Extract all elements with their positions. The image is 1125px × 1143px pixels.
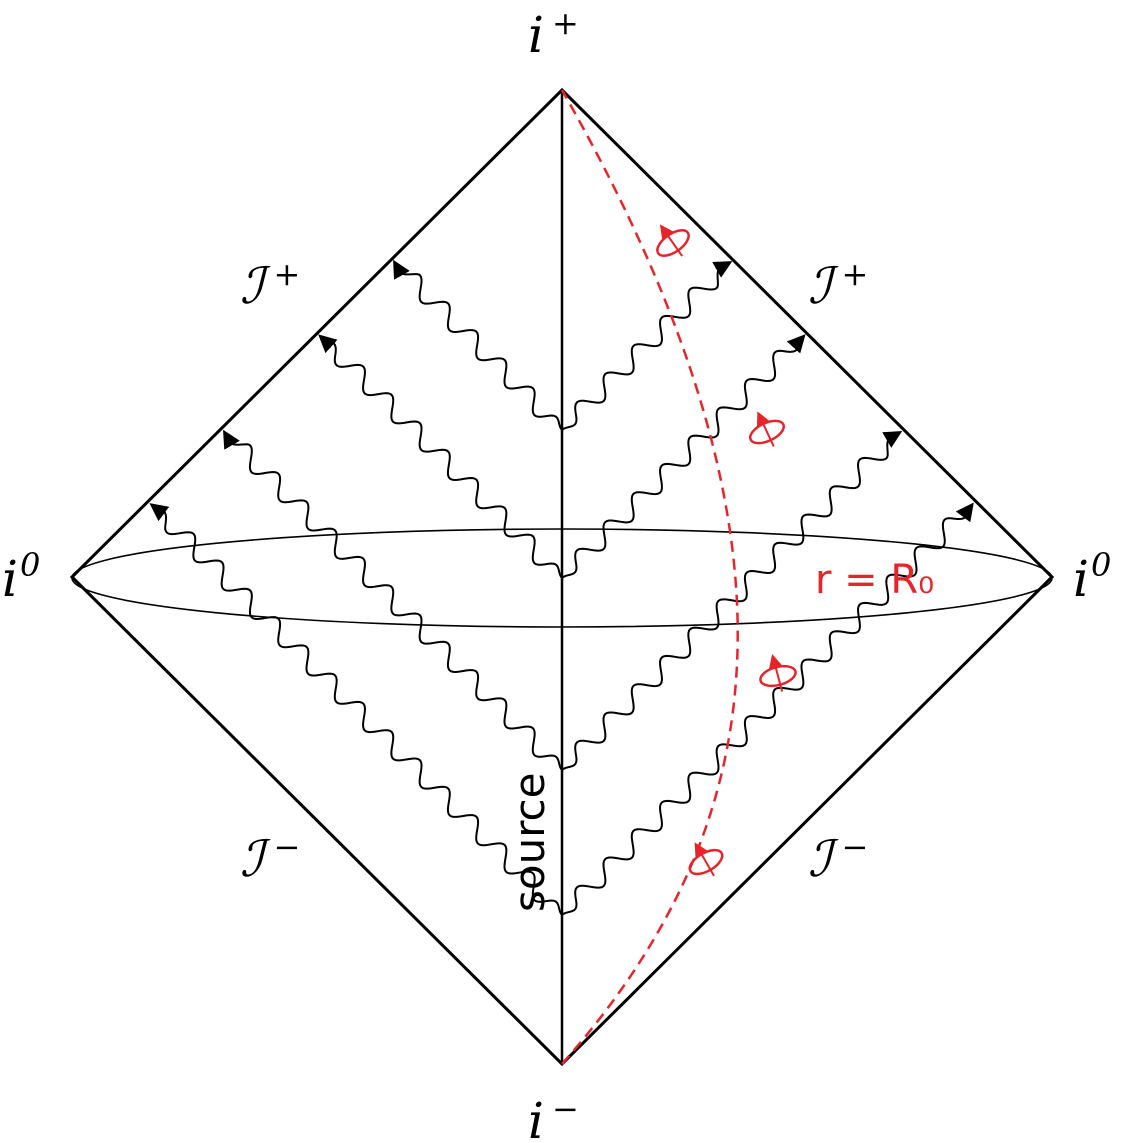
label-radius: r = R₀ [815, 557, 934, 603]
label-scri-minus-right: ℐ− [808, 828, 868, 888]
radiation-waves [149, 259, 974, 916]
label-i-minus: i− [528, 1090, 579, 1143]
label-i0-right: i0 [1073, 546, 1111, 608]
spin-marker-2 [759, 653, 797, 692]
radiation-wave-2-left [223, 429, 563, 771]
spin-marker-3 [688, 842, 724, 877]
spin-marker-1 [748, 411, 786, 447]
label-source: source [505, 773, 554, 912]
radiation-wave-1-right [561, 334, 806, 579]
label-scri-minus-left: ℐ− [240, 828, 300, 888]
spatial-slice-ellipse [71, 528, 1053, 628]
radiation-wave-3-right [561, 502, 974, 916]
observer-spin-markers [656, 224, 797, 877]
spin-marker-0 [656, 224, 690, 257]
radiation-wave-0-right [561, 261, 733, 431]
label-scri-plus-right: ℐ+ [808, 255, 868, 315]
radiation-wave-0-left [393, 259, 563, 431]
observer-worldline [560, 89, 739, 1065]
label-i-plus: i+ [528, 4, 579, 64]
label-i0-left: i0 [2, 546, 40, 608]
radiation-wave-3-left [149, 503, 563, 916]
radiation-wave-2-right [561, 431, 903, 771]
radiation-wave-1-left [318, 334, 563, 579]
label-scri-plus-left: ℐ+ [240, 255, 300, 315]
